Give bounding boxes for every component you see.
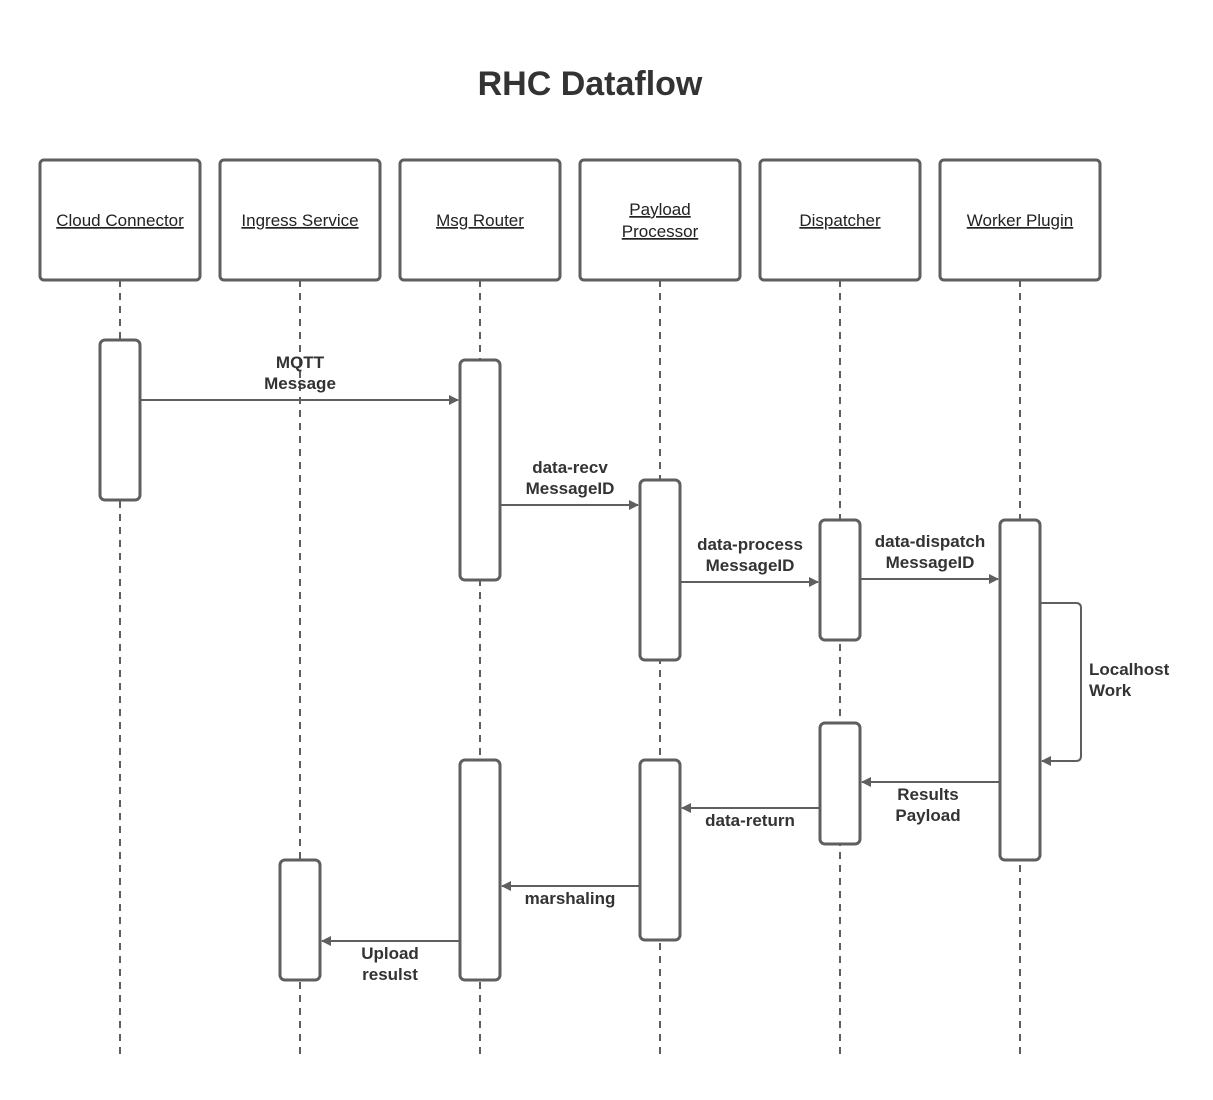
message-label-line: Upload — [361, 944, 419, 963]
message-label: MQTT Message — [264, 353, 336, 393]
activation-bar — [638, 758, 682, 942]
message-label-line: data-return — [705, 811, 795, 830]
participant-dispatcher: Dispatcher — [758, 158, 922, 282]
message-label-line: Localhost — [1089, 660, 1170, 679]
self-call-arrow — [1040, 602, 1082, 766]
participant-label-line: Msg Router — [436, 211, 524, 230]
participant-msg-router: Msg Router — [398, 158, 562, 282]
activation-bar — [98, 338, 142, 502]
message-label-line: Payload — [895, 806, 960, 825]
message-marshaling: marshaling — [501, 881, 640, 908]
participant-ingress-service: Ingress Service — [218, 158, 382, 282]
participant-label: Cloud Connector — [56, 211, 184, 230]
message-label-line: data-dispatch — [875, 532, 986, 551]
participant-worker-plugin: Worker Plugin — [938, 158, 1102, 282]
message-label: marshaling — [525, 889, 616, 908]
participant-label-line: Payload — [629, 200, 690, 219]
message-label-line: Message — [264, 374, 336, 393]
activation-bar — [818, 518, 862, 642]
participant-label: Dispatcher — [799, 211, 881, 230]
participant-label-line: Dispatcher — [799, 211, 881, 230]
diagram-title: RHC Dataflow — [478, 65, 703, 103]
message-label-line: MessageID — [526, 479, 615, 498]
message-label-line: marshaling — [525, 889, 616, 908]
activation-bar — [458, 758, 502, 982]
message-label: data-return — [705, 811, 795, 830]
participant-label-line: Worker Plugin — [967, 211, 1073, 230]
message-label-line: Results — [897, 785, 958, 804]
participant-label: Ingress Service — [241, 211, 358, 230]
message-label-line: MQTT — [276, 353, 325, 372]
participant-label: Msg Router — [436, 211, 524, 230]
lifelines — [119, 280, 1021, 1060]
message-label-line: resulst — [362, 965, 418, 984]
participant-label-line: Cloud Connector — [56, 211, 184, 230]
activation-bar — [458, 358, 502, 582]
message-label-line: data-process — [697, 535, 803, 554]
activation-bar — [278, 858, 322, 982]
activations — [98, 338, 1042, 982]
activation-bar — [818, 721, 862, 846]
message-upload-result: Upload resulst — [321, 936, 460, 984]
message-label-line: Work — [1089, 681, 1132, 700]
message-data-return: data-return — [681, 803, 820, 830]
message-label: Upload resulst — [361, 944, 419, 984]
activation-bar — [638, 478, 682, 662]
participant-label-line: Ingress Service — [241, 211, 358, 230]
message-label-line: MessageID — [886, 553, 975, 572]
participant-box — [578, 158, 742, 282]
message-mqtt-message: MQTT Message — [140, 353, 459, 405]
participant-cloud-connector: Cloud Connector — [38, 158, 202, 282]
message-label-line: data-recv — [532, 458, 608, 477]
activation-bar — [998, 518, 1042, 862]
participant-label-line: Processor — [622, 222, 699, 241]
participants: Cloud Connector Ingress Service Msg Router… — [38, 158, 1102, 282]
message-label-line: MessageID — [706, 556, 795, 575]
participant-label: Worker Plugin — [967, 211, 1073, 230]
